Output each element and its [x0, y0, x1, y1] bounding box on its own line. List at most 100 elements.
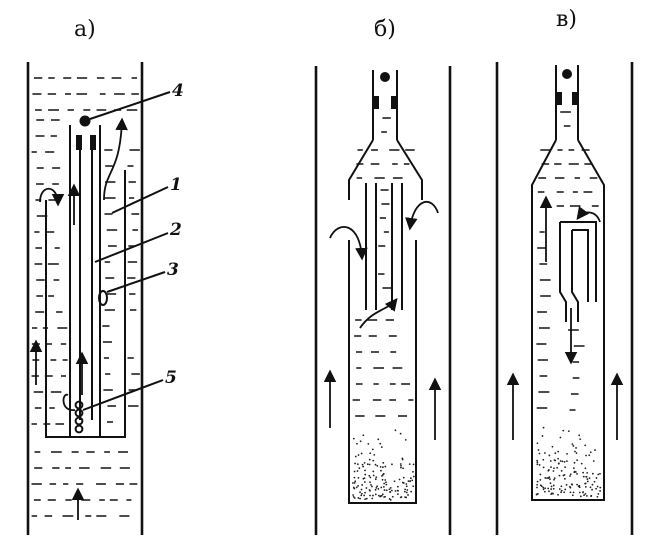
sand-grain	[404, 488, 407, 491]
sand-grain	[405, 491, 408, 494]
sand-grain	[536, 459, 539, 462]
sand-grain	[542, 486, 545, 489]
sand-grain	[359, 497, 362, 500]
sand-grain	[552, 484, 555, 487]
sand-grain	[353, 482, 356, 484]
liquid-fill-v	[536, 111, 599, 411]
sand-grain	[537, 449, 540, 451]
sand-grain	[385, 489, 388, 492]
sand-grain	[552, 487, 555, 490]
sand-grain	[558, 488, 561, 490]
sand-grain	[599, 486, 602, 489]
sand-grain	[360, 452, 363, 455]
sand-grain	[368, 458, 371, 461]
sand-grain	[585, 495, 588, 497]
sand-grain	[385, 481, 387, 484]
sand-grain	[584, 467, 587, 470]
sand-grain	[412, 475, 415, 478]
sand-grain	[549, 482, 552, 484]
u-tube-top-v	[560, 221, 597, 302]
sand-grain	[410, 490, 413, 493]
sand-grain	[407, 494, 409, 496]
sand-grain	[363, 481, 366, 483]
sand-grain	[371, 497, 374, 500]
sand-grain	[372, 474, 375, 477]
sand-grain	[557, 450, 560, 453]
sand-grain	[573, 461, 576, 464]
sand-grain	[569, 473, 572, 476]
sand-grain	[553, 477, 556, 480]
sand-grain	[359, 491, 361, 494]
sand-grain	[368, 463, 371, 466]
sand-grain	[353, 470, 356, 473]
sand-grain	[536, 463, 539, 466]
sand-grain	[390, 489, 393, 492]
sand-grain	[549, 478, 551, 481]
body-v	[531, 139, 605, 501]
sand-grain	[371, 448, 374, 451]
callout-2: 2	[169, 220, 182, 240]
sand-grain	[393, 480, 396, 483]
sand-grain	[399, 432, 402, 435]
sand-grain	[549, 460, 552, 462]
sand-grain	[402, 467, 404, 470]
sand-grain	[379, 495, 382, 498]
sand-grain	[383, 496, 386, 498]
sand-grain	[357, 485, 360, 487]
sand-grain	[399, 463, 402, 465]
sand-grain	[382, 474, 384, 476]
inner-tube-right-v	[571, 230, 579, 322]
callout-5: 5	[165, 368, 177, 388]
sand-grain	[553, 478, 555, 481]
sand-grain	[559, 460, 562, 462]
sand-grain	[371, 485, 373, 488]
callout-3: 3	[167, 260, 179, 280]
sand-grain	[547, 477, 550, 479]
leader-5	[82, 379, 164, 411]
sand-grain	[353, 476, 356, 479]
sand-grain	[359, 440, 362, 443]
sand-grain	[593, 480, 596, 483]
sand-grain	[358, 467, 361, 470]
sand-grain	[582, 491, 584, 494]
sand-grain	[374, 463, 377, 466]
sand-grain	[364, 498, 367, 501]
leader-4	[89, 91, 171, 120]
valve-seat-right-v	[572, 92, 579, 105]
panel-a: а)	[26, 17, 184, 535]
ball-valve-icon	[79, 115, 91, 127]
sand-grain	[569, 486, 572, 489]
sand-grain	[536, 480, 539, 483]
sand-grain	[356, 442, 358, 445]
sand-grain	[389, 491, 392, 494]
sand-grain	[375, 476, 378, 479]
sand-grain	[575, 452, 578, 454]
sand-grain	[537, 492, 539, 495]
sand-grain	[560, 489, 563, 492]
sand-grain	[367, 442, 370, 445]
sand-grain	[397, 489, 399, 492]
flow-arrow-curve-a3	[62, 393, 76, 411]
sand-grain	[536, 442, 539, 445]
sand-grain	[578, 434, 581, 437]
sand-grain	[369, 481, 371, 484]
liquid-fill-b	[352, 117, 415, 417]
sand-grain	[538, 464, 541, 466]
sand-grain	[597, 492, 600, 495]
sand-grain	[564, 466, 566, 469]
sand-grain	[576, 473, 578, 475]
sand-grain	[595, 477, 598, 479]
sand-grain	[408, 463, 411, 466]
sand-grain	[539, 478, 542, 481]
sand-grain	[377, 494, 380, 497]
sand-grain	[586, 471, 589, 474]
sand-grain	[560, 491, 562, 494]
sand-grain	[409, 477, 412, 480]
sand-grain	[547, 469, 550, 472]
sand-grain	[405, 483, 408, 485]
sand-grain	[380, 486, 383, 489]
sand-grain	[353, 487, 356, 490]
sand-grain	[383, 489, 386, 491]
sand-grain	[557, 457, 560, 460]
